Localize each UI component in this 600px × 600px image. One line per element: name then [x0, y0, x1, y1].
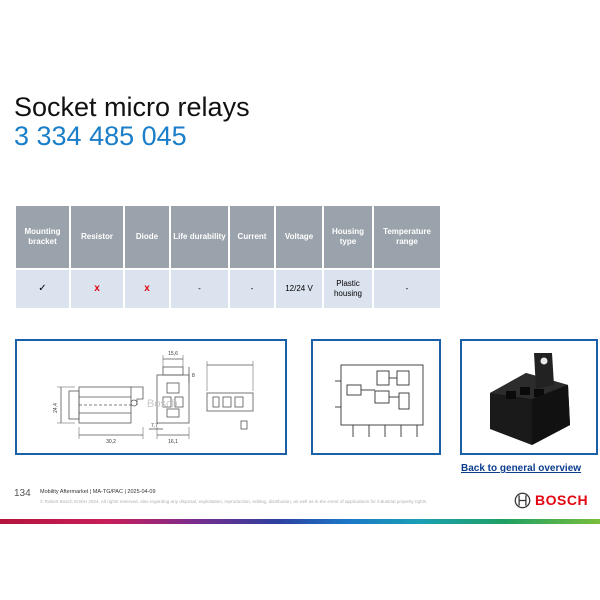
resistor-cell: x	[70, 269, 125, 308]
check-icon: ✓	[38, 283, 47, 294]
column-header: Life durability	[170, 206, 230, 270]
column-header: Temperature range	[373, 206, 440, 270]
column-header: Resistor	[70, 206, 125, 270]
dimension-drawing-panel: 24,4 30,2 16,1 7,7 15,6 8 Bosch	[15, 339, 287, 455]
spec-table: Mounting bracket Resistor Diode Life dur…	[16, 206, 440, 308]
dimension-width-label: 30,2	[106, 439, 116, 445]
life-durability-cell: -	[170, 269, 230, 308]
dimension-b-label: 7,7	[151, 423, 158, 429]
column-header: Diode	[124, 206, 171, 270]
footer-info: Mobility Aftermarket | MA-TG/PAC | 2025-…	[40, 489, 156, 495]
dimension-d-label: 8	[192, 373, 195, 379]
column-header: Mounting bracket	[16, 206, 71, 270]
relay-socket-image	[490, 353, 570, 445]
page-title: Socket micro relays	[14, 92, 250, 122]
dimension-drawing: 24,4 30,2 16,1 7,7 15,6 8 Bosch	[53, 351, 254, 445]
dimension-a-label: 16,1	[168, 439, 178, 445]
mounting-bracket-cell: ✓	[16, 269, 71, 308]
dimension-height-label: 24,4	[53, 403, 59, 413]
watermark: Bosch	[147, 398, 178, 410]
bosch-logo: BOSCH	[514, 488, 588, 512]
table-header-row: Mounting bracket Resistor Diode Life dur…	[16, 206, 440, 270]
circuit-diagram-panel	[311, 339, 441, 455]
page-number: 134	[14, 488, 31, 499]
column-header: Voltage	[275, 206, 324, 270]
diode-cell: x	[124, 269, 171, 308]
table-row: ✓ x x - - 12/24 V Plastic housing -	[16, 269, 440, 308]
copyright-notice: © Robert Bosch GmbH 2024. All rights res…	[40, 499, 428, 504]
cross-mark: x	[144, 283, 150, 294]
bosch-armature-icon	[514, 492, 531, 508]
column-header: Current	[229, 206, 276, 270]
product-photo-panel	[460, 339, 598, 455]
column-header: Housing type	[323, 206, 374, 270]
temperature-range-cell: -	[373, 269, 440, 308]
dimension-c-label: 15,6	[168, 351, 178, 357]
back-to-overview-link[interactable]: Back to general overview	[461, 463, 582, 474]
brand-name: BOSCH	[535, 492, 589, 508]
rainbow-bar	[0, 519, 600, 524]
voltage-cell: 12/24 V	[275, 269, 324, 308]
part-number: 3 334 485 045	[14, 121, 187, 151]
cross-mark: x	[94, 283, 100, 294]
housing-type-cell: Plastic housing	[323, 269, 374, 308]
current-cell: -	[229, 269, 276, 308]
circuit-diagram	[335, 364, 424, 437]
